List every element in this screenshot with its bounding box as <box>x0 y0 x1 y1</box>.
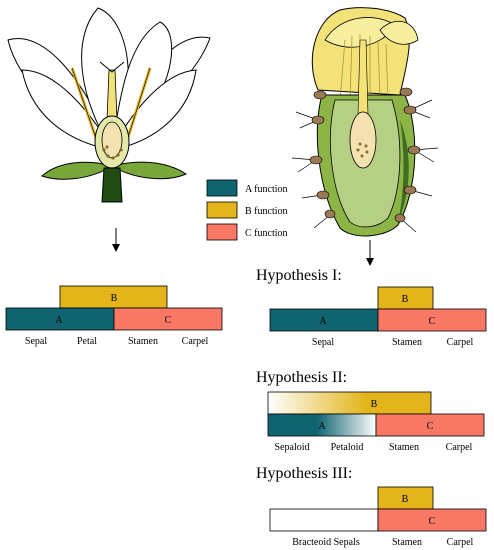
hypothesis-3: Hypothesis III: B C Bracteoid Sepals Sta… <box>256 465 487 548</box>
legend-label-a: A function <box>245 184 288 195</box>
organ-label: Sepal <box>25 336 47 347</box>
legend-swatch-a <box>206 179 238 197</box>
organ-label: Carpel <box>446 442 473 453</box>
hypothesis-1: Hypothesis I: B A C Sepal Stamen Carpel <box>256 267 487 348</box>
organ-label: Stamen <box>389 442 419 453</box>
organ-label: Sepaloid <box>275 442 310 453</box>
b-bar <box>267 391 432 415</box>
c-bar-letter: C <box>429 316 436 327</box>
cactus-flower-illustration <box>291 7 439 237</box>
hypothesis-title: Hypothesis III: <box>256 465 352 482</box>
hypothesis-title: Hypothesis II: <box>256 369 347 386</box>
b-bar-letter: B <box>371 399 378 410</box>
c-bar <box>377 508 487 532</box>
organ-label: Sepal <box>312 337 334 348</box>
arrow-down-icon <box>366 240 374 266</box>
abc-model-bars: B A C Sepal Petal Stamen Carpel <box>5 285 223 347</box>
c-bar-letter: C <box>165 315 172 326</box>
organ-label: Stamen <box>392 337 422 348</box>
empty-bar <box>269 508 379 532</box>
legend-label-c: C function <box>245 228 288 239</box>
c-bar-letter: C <box>427 421 434 432</box>
hypothesis-title: Hypothesis I: <box>256 267 342 284</box>
c-bar-letter: C <box>429 516 436 527</box>
a-bar-letter: A <box>318 421 326 432</box>
legend-label-b: B function <box>245 206 288 217</box>
organ-label: Stamen <box>128 336 158 347</box>
b-bar-letter: B <box>111 293 118 304</box>
organ-label: Bracteoid Sepals <box>292 537 360 548</box>
arrow-down-icon <box>112 228 120 252</box>
a-bar-letter: A <box>55 315 63 326</box>
organ-label: Carpel <box>447 337 474 348</box>
organ-label: Stamen <box>392 537 422 548</box>
c-bar <box>377 308 487 332</box>
c-bar <box>113 307 223 331</box>
flower-illustration <box>7 7 211 203</box>
organ-label: Carpel <box>182 336 209 347</box>
c-bar <box>375 413 485 437</box>
legend-swatch-c <box>206 223 238 241</box>
organ-label: Carpel <box>447 537 474 548</box>
organ-label: Petaloid <box>331 442 364 453</box>
hypothesis-2: Hypothesis II: B A C Sepaloid Petaloid S… <box>256 369 485 453</box>
organ-label: Petal <box>77 336 97 347</box>
legend-swatch-b <box>206 201 238 219</box>
b-bar-letter: B <box>402 494 409 505</box>
legend: A function B function C function <box>206 179 288 241</box>
b-bar-letter: B <box>402 294 409 305</box>
a-bar-letter: A <box>319 316 327 327</box>
